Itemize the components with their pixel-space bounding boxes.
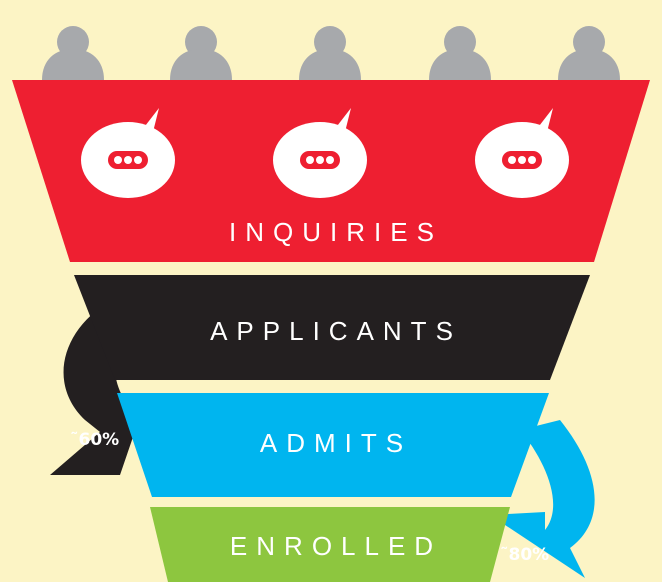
conversion-arrow-80 xyxy=(490,420,595,578)
person-icon xyxy=(299,26,361,80)
stage-label-enrolled: ENROLLED xyxy=(230,531,442,561)
conversion-arrow-60 xyxy=(50,300,150,475)
stage-applicants-band xyxy=(74,275,590,380)
stage-label-applicants: APPLICANTS xyxy=(210,316,462,346)
stage-label-admits: ADMITS xyxy=(260,428,412,458)
person-icon xyxy=(42,26,104,80)
person-icon xyxy=(170,26,232,80)
stage-label-inquiries: INQUIRIES xyxy=(229,217,443,247)
conversion-label-60: ˜60% xyxy=(70,430,119,450)
conversion-label-80: ˜80% xyxy=(500,545,549,565)
stage-admits-band xyxy=(117,393,549,497)
stage-enrolled-band xyxy=(150,507,510,582)
person-icon xyxy=(558,26,620,80)
person-icon xyxy=(429,26,491,80)
people-row xyxy=(42,26,620,80)
